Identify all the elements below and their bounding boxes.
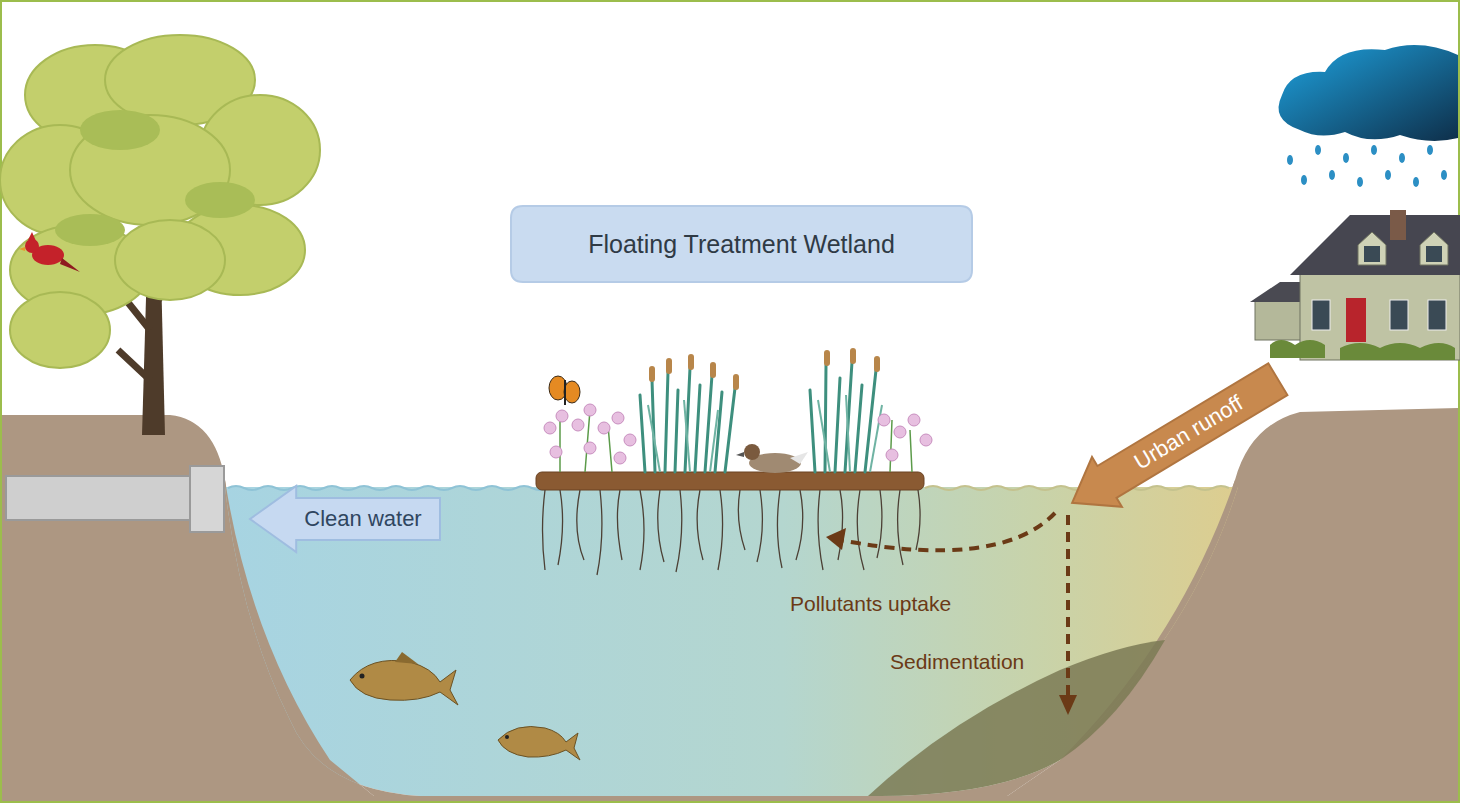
process-label: Sedimentation bbox=[890, 650, 1024, 674]
flow-arrow: Clean water bbox=[250, 486, 440, 552]
process-label: Pollutants uptake bbox=[790, 592, 951, 616]
node-text: Floating Treatment Wetland bbox=[588, 230, 895, 259]
title-box: Floating Treatment Wetland bbox=[511, 206, 972, 282]
node-text: Clean water bbox=[304, 506, 421, 532]
